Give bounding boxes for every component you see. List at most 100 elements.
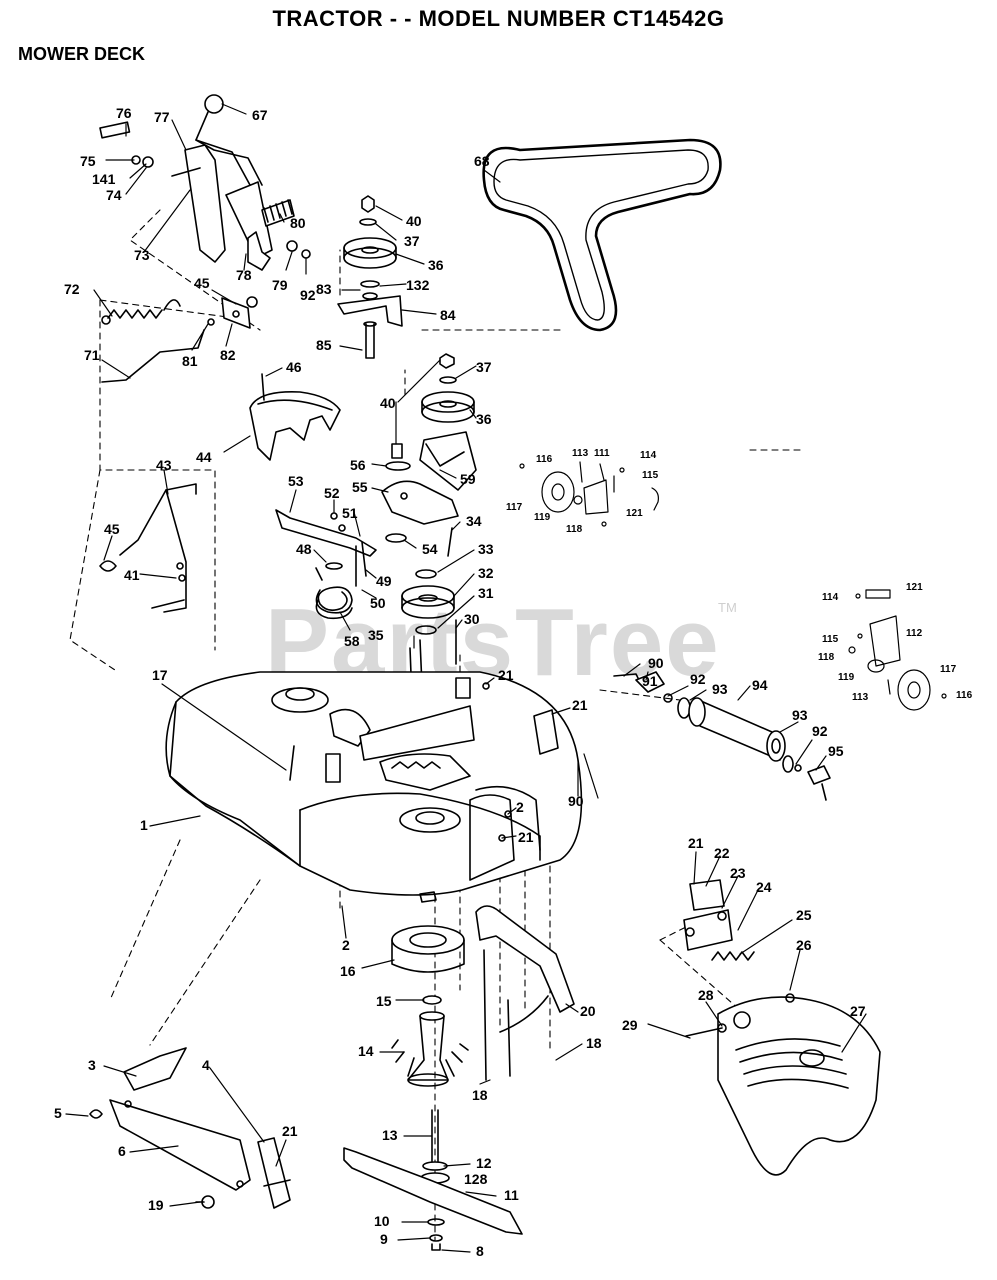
callout-80: 80 bbox=[290, 215, 306, 231]
roller-assembly bbox=[613, 671, 831, 801]
callout-132: 132 bbox=[406, 277, 430, 293]
callout-48: 48 bbox=[296, 541, 312, 557]
mower-deck-housing-1 bbox=[165, 671, 583, 903]
callout-82: 82 bbox=[220, 347, 236, 363]
callout-21a: 21 bbox=[498, 667, 514, 683]
callout-92b: 92 bbox=[812, 723, 828, 739]
callout-53: 53 bbox=[288, 473, 304, 489]
callout-118b: 118 bbox=[818, 652, 835, 663]
callout-15: 15 bbox=[376, 993, 392, 1009]
callout-33: 33 bbox=[478, 541, 494, 557]
callout-24: 24 bbox=[756, 879, 772, 895]
callout-59: 59 bbox=[460, 471, 476, 487]
callout-75: 75 bbox=[80, 153, 96, 169]
callout-71: 71 bbox=[84, 347, 100, 363]
callout-68: 68 bbox=[474, 153, 490, 169]
callout-18b: 18 bbox=[472, 1087, 488, 1103]
callout-92a: 92 bbox=[690, 671, 706, 687]
bracket-82 bbox=[207, 296, 258, 329]
callout-8: 8 bbox=[476, 1243, 484, 1259]
callout-113b: 113 bbox=[852, 692, 869, 703]
callout-45: 45 bbox=[194, 275, 210, 291]
callout-93a: 93 bbox=[712, 681, 728, 697]
idler-pulley-stack-lower bbox=[381, 353, 477, 525]
callout-26: 26 bbox=[796, 937, 812, 953]
callout-10: 10 bbox=[374, 1213, 390, 1229]
callout-91: 91 bbox=[642, 673, 658, 689]
callout-67: 67 bbox=[252, 107, 268, 123]
callout-54: 54 bbox=[422, 541, 438, 557]
callout-4: 4 bbox=[202, 1057, 210, 1073]
callout-52: 52 bbox=[324, 485, 340, 501]
lift-lever-assembly bbox=[99, 94, 311, 271]
callout-72: 72 bbox=[64, 281, 80, 297]
callout-116a: 116 bbox=[536, 454, 553, 465]
callout-114a: 114 bbox=[640, 450, 657, 461]
callout-12: 12 bbox=[476, 1155, 492, 1171]
callout-58: 58 bbox=[344, 633, 360, 649]
callout-27: 27 bbox=[850, 1003, 866, 1019]
callout-83: 83 bbox=[316, 281, 332, 297]
callout-21b: 21 bbox=[572, 697, 588, 713]
callout-36: 36 bbox=[428, 257, 444, 273]
callout-115a: 115 bbox=[642, 470, 659, 481]
callout-84: 84 bbox=[440, 307, 456, 323]
callout-119a: 119 bbox=[534, 512, 551, 523]
callout-95: 95 bbox=[828, 743, 844, 759]
callout-37: 37 bbox=[404, 233, 420, 249]
callout-90a: 90 bbox=[568, 793, 584, 809]
torsion-spring-58 bbox=[315, 567, 353, 620]
callout-29: 29 bbox=[622, 1017, 638, 1033]
callout-25: 25 bbox=[796, 907, 812, 923]
callout-92: 92 bbox=[300, 287, 316, 303]
callout-49: 49 bbox=[376, 573, 392, 589]
callout-114b: 114 bbox=[822, 592, 839, 603]
discharge-chute-27 bbox=[717, 996, 881, 1176]
callout-76: 76 bbox=[116, 105, 132, 121]
callout-28: 28 bbox=[698, 987, 714, 1003]
callout-3: 3 bbox=[88, 1057, 96, 1073]
linkage-43-41 bbox=[99, 483, 197, 613]
callout-118a: 118 bbox=[566, 524, 583, 535]
callout-93b: 93 bbox=[792, 707, 808, 723]
callout-34: 34 bbox=[466, 513, 482, 529]
callout-36b: 36 bbox=[476, 411, 492, 427]
callout-31: 31 bbox=[478, 585, 494, 601]
callout-40b: 40 bbox=[380, 395, 396, 411]
callout-21e: 21 bbox=[688, 835, 704, 851]
callout-21d: 21 bbox=[282, 1123, 298, 1139]
callout-2b: 2 bbox=[342, 937, 350, 953]
callout-55: 55 bbox=[352, 479, 368, 495]
callout-78: 78 bbox=[236, 267, 252, 283]
callout-115b: 115 bbox=[822, 634, 839, 645]
callout-128: 128 bbox=[464, 1171, 488, 1187]
callout-43: 43 bbox=[156, 457, 172, 473]
callout-121b: 121 bbox=[906, 582, 923, 593]
spring-72 bbox=[101, 299, 181, 325]
callout-14: 14 bbox=[358, 1043, 374, 1059]
callout-44: 44 bbox=[196, 449, 212, 465]
callout-119b: 119 bbox=[838, 672, 855, 683]
callout-46: 46 bbox=[286, 359, 302, 375]
callout-116b: 116 bbox=[956, 690, 973, 701]
callout-113a: 113 bbox=[572, 448, 589, 459]
belt-shield-44 bbox=[249, 373, 341, 461]
callout-117a: 117 bbox=[506, 502, 523, 513]
callout-9: 9 bbox=[380, 1231, 388, 1247]
callout-73: 73 bbox=[134, 247, 150, 263]
callout-22: 22 bbox=[714, 845, 730, 861]
callout-74: 74 bbox=[106, 187, 122, 203]
gauge-wheel-detail-a bbox=[519, 461, 659, 527]
callout-45b: 45 bbox=[104, 521, 120, 537]
callout-50: 50 bbox=[370, 595, 386, 611]
callout-41: 41 bbox=[124, 567, 140, 583]
callout-16: 16 bbox=[340, 963, 356, 979]
callout-117b: 117 bbox=[940, 664, 957, 675]
callout-11: 11 bbox=[504, 1187, 519, 1203]
belt-guide-20 bbox=[475, 905, 575, 1081]
callout-141: 141 bbox=[92, 171, 116, 187]
callout-51: 51 bbox=[342, 505, 358, 521]
spindle-blade-stack bbox=[343, 925, 523, 1251]
callout-20: 20 bbox=[580, 1003, 596, 1019]
gauge-wheel-detail-b bbox=[848, 589, 947, 711]
